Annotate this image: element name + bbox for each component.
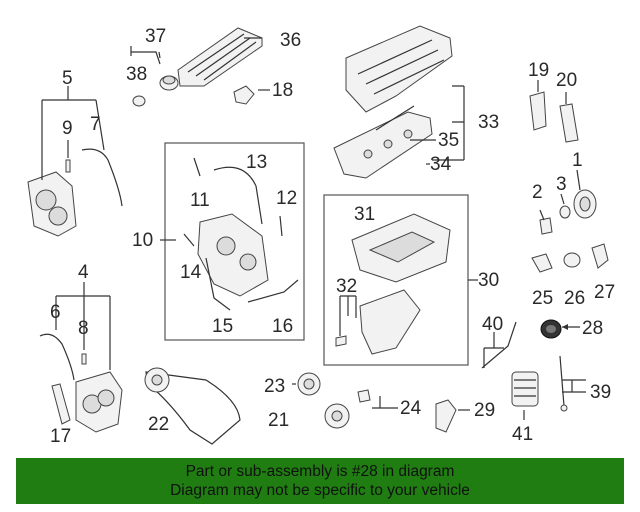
- callout-5: 5: [62, 68, 73, 89]
- lower-pan-part-32[interactable]: [359, 289, 421, 355]
- callout-18: 18: [272, 80, 293, 101]
- callout-21: 21: [268, 410, 289, 431]
- callout-11: 11: [190, 190, 210, 211]
- seal-part-26[interactable]: [563, 252, 581, 268]
- washer-part-3[interactable]: [559, 205, 571, 219]
- oil-filter-part-41[interactable]: [511, 371, 539, 407]
- callout-14: 14: [180, 262, 202, 283]
- gasket-part-15[interactable]: [205, 257, 231, 311]
- callout-20: 20: [556, 70, 577, 91]
- callout-38: 38: [126, 64, 147, 85]
- dipstick-tube-part-40[interactable]: [481, 321, 517, 369]
- callout-32: 32: [336, 276, 357, 297]
- callout-33: 33: [478, 112, 499, 133]
- callout-12: 12: [276, 188, 297, 209]
- gasket-part-7[interactable]: [81, 148, 123, 207]
- arrowhead-28: [562, 324, 568, 330]
- callout-37: 37: [145, 26, 166, 47]
- callout-7: 7: [90, 114, 101, 135]
- callout-34: 34: [430, 154, 452, 175]
- callout-labels: 37 38 36 18 5 9 7 13 11 12 10 14 15 16 4…: [50, 26, 615, 447]
- bracket-part-17[interactable]: [51, 383, 71, 425]
- callout-41: 41: [512, 424, 533, 445]
- callout-35: 35: [438, 130, 459, 151]
- bracket-part-29[interactable]: [435, 399, 457, 433]
- callout-6: 6: [50, 302, 61, 323]
- leader-lines: [41, 37, 586, 420]
- gasket-part-16[interactable]: [247, 279, 299, 303]
- sprocket-part-22[interactable]: [144, 367, 170, 393]
- gasket-part-35[interactable]: [375, 105, 415, 131]
- callout-2: 2: [532, 182, 543, 203]
- callout-40: 40: [482, 314, 503, 335]
- valve-cover-part-34[interactable]: [333, 111, 433, 179]
- callout-25: 25: [532, 288, 553, 309]
- callout-17: 17: [50, 426, 71, 447]
- oil-pan-part-31[interactable]: [351, 213, 451, 283]
- sensor-part-18[interactable]: [233, 85, 255, 105]
- pulley-part-1[interactable]: [573, 189, 597, 219]
- callout-31: 31: [354, 204, 375, 225]
- callout-24: 24: [400, 398, 422, 419]
- callout-4: 4: [78, 262, 89, 283]
- timing-belt-cover-part-10[interactable]: [197, 213, 269, 297]
- cylinder-head-cover-part-36[interactable]: [177, 27, 263, 87]
- sensor-part-27[interactable]: [591, 243, 609, 269]
- callout-9: 9: [62, 118, 73, 139]
- gasket-part-14[interactable]: [183, 233, 195, 247]
- gasket-ring-part-38[interactable]: [132, 95, 146, 107]
- tensioner-part-24[interactable]: [324, 389, 371, 429]
- bolt-part-9[interactable]: [65, 159, 71, 173]
- gasket-part-6[interactable]: [39, 333, 75, 381]
- callout-19: 19: [528, 60, 549, 81]
- callout-22: 22: [148, 414, 169, 435]
- callout-16: 16: [272, 316, 293, 337]
- callout-39: 39: [590, 382, 611, 403]
- idler-pulley-part-23[interactable]: [297, 372, 321, 396]
- banner-line-part-number: Part or sub-assembly is #28 in diagram: [185, 463, 455, 480]
- callout-27: 27: [594, 282, 615, 303]
- oil-cap-part-38[interactable]: [159, 75, 179, 91]
- cylinder-head-part-33[interactable]: [345, 25, 453, 113]
- callout-10: 10: [132, 230, 153, 251]
- sensor-part-25[interactable]: [531, 253, 553, 273]
- lower-timing-cover-part-4[interactable]: [75, 371, 123, 433]
- clip-part-11[interactable]: [193, 157, 201, 177]
- callout-26: 26: [564, 288, 585, 309]
- drain-bolt-part-32[interactable]: [335, 335, 347, 347]
- gasket-part-13[interactable]: [213, 166, 263, 225]
- bolt-part-2[interactable]: [539, 217, 553, 235]
- timing-cover-part-5[interactable]: [27, 171, 77, 237]
- dipstick-part-39[interactable]: [559, 355, 568, 412]
- callout-36: 36: [280, 30, 301, 51]
- sub-assembly-box-10: [164, 142, 305, 341]
- callout-3: 3: [556, 174, 567, 195]
- callout-13: 13: [246, 152, 267, 173]
- timing-belt-part-21[interactable]: [145, 371, 241, 445]
- callout-15: 15: [212, 316, 233, 337]
- bolt-part-8[interactable]: [81, 353, 87, 365]
- callout-28: 28: [582, 318, 603, 339]
- callout-1: 1: [572, 150, 583, 171]
- callout-23: 23: [264, 376, 285, 397]
- banner-line-disclaimer: Diagram may not be specific to your vehi…: [170, 482, 470, 499]
- callout-29: 29: [474, 400, 495, 421]
- bolt-part-12[interactable]: [279, 215, 283, 237]
- bracket-part-20[interactable]: [559, 103, 579, 143]
- oil-seal-part-28[interactable]: [540, 319, 562, 339]
- callout-30: 30: [478, 270, 499, 291]
- info-banner: Part or sub-assembly is #28 in diagram D…: [16, 458, 624, 504]
- callout-8: 8: [78, 318, 89, 339]
- bracket-part-19[interactable]: [529, 91, 547, 131]
